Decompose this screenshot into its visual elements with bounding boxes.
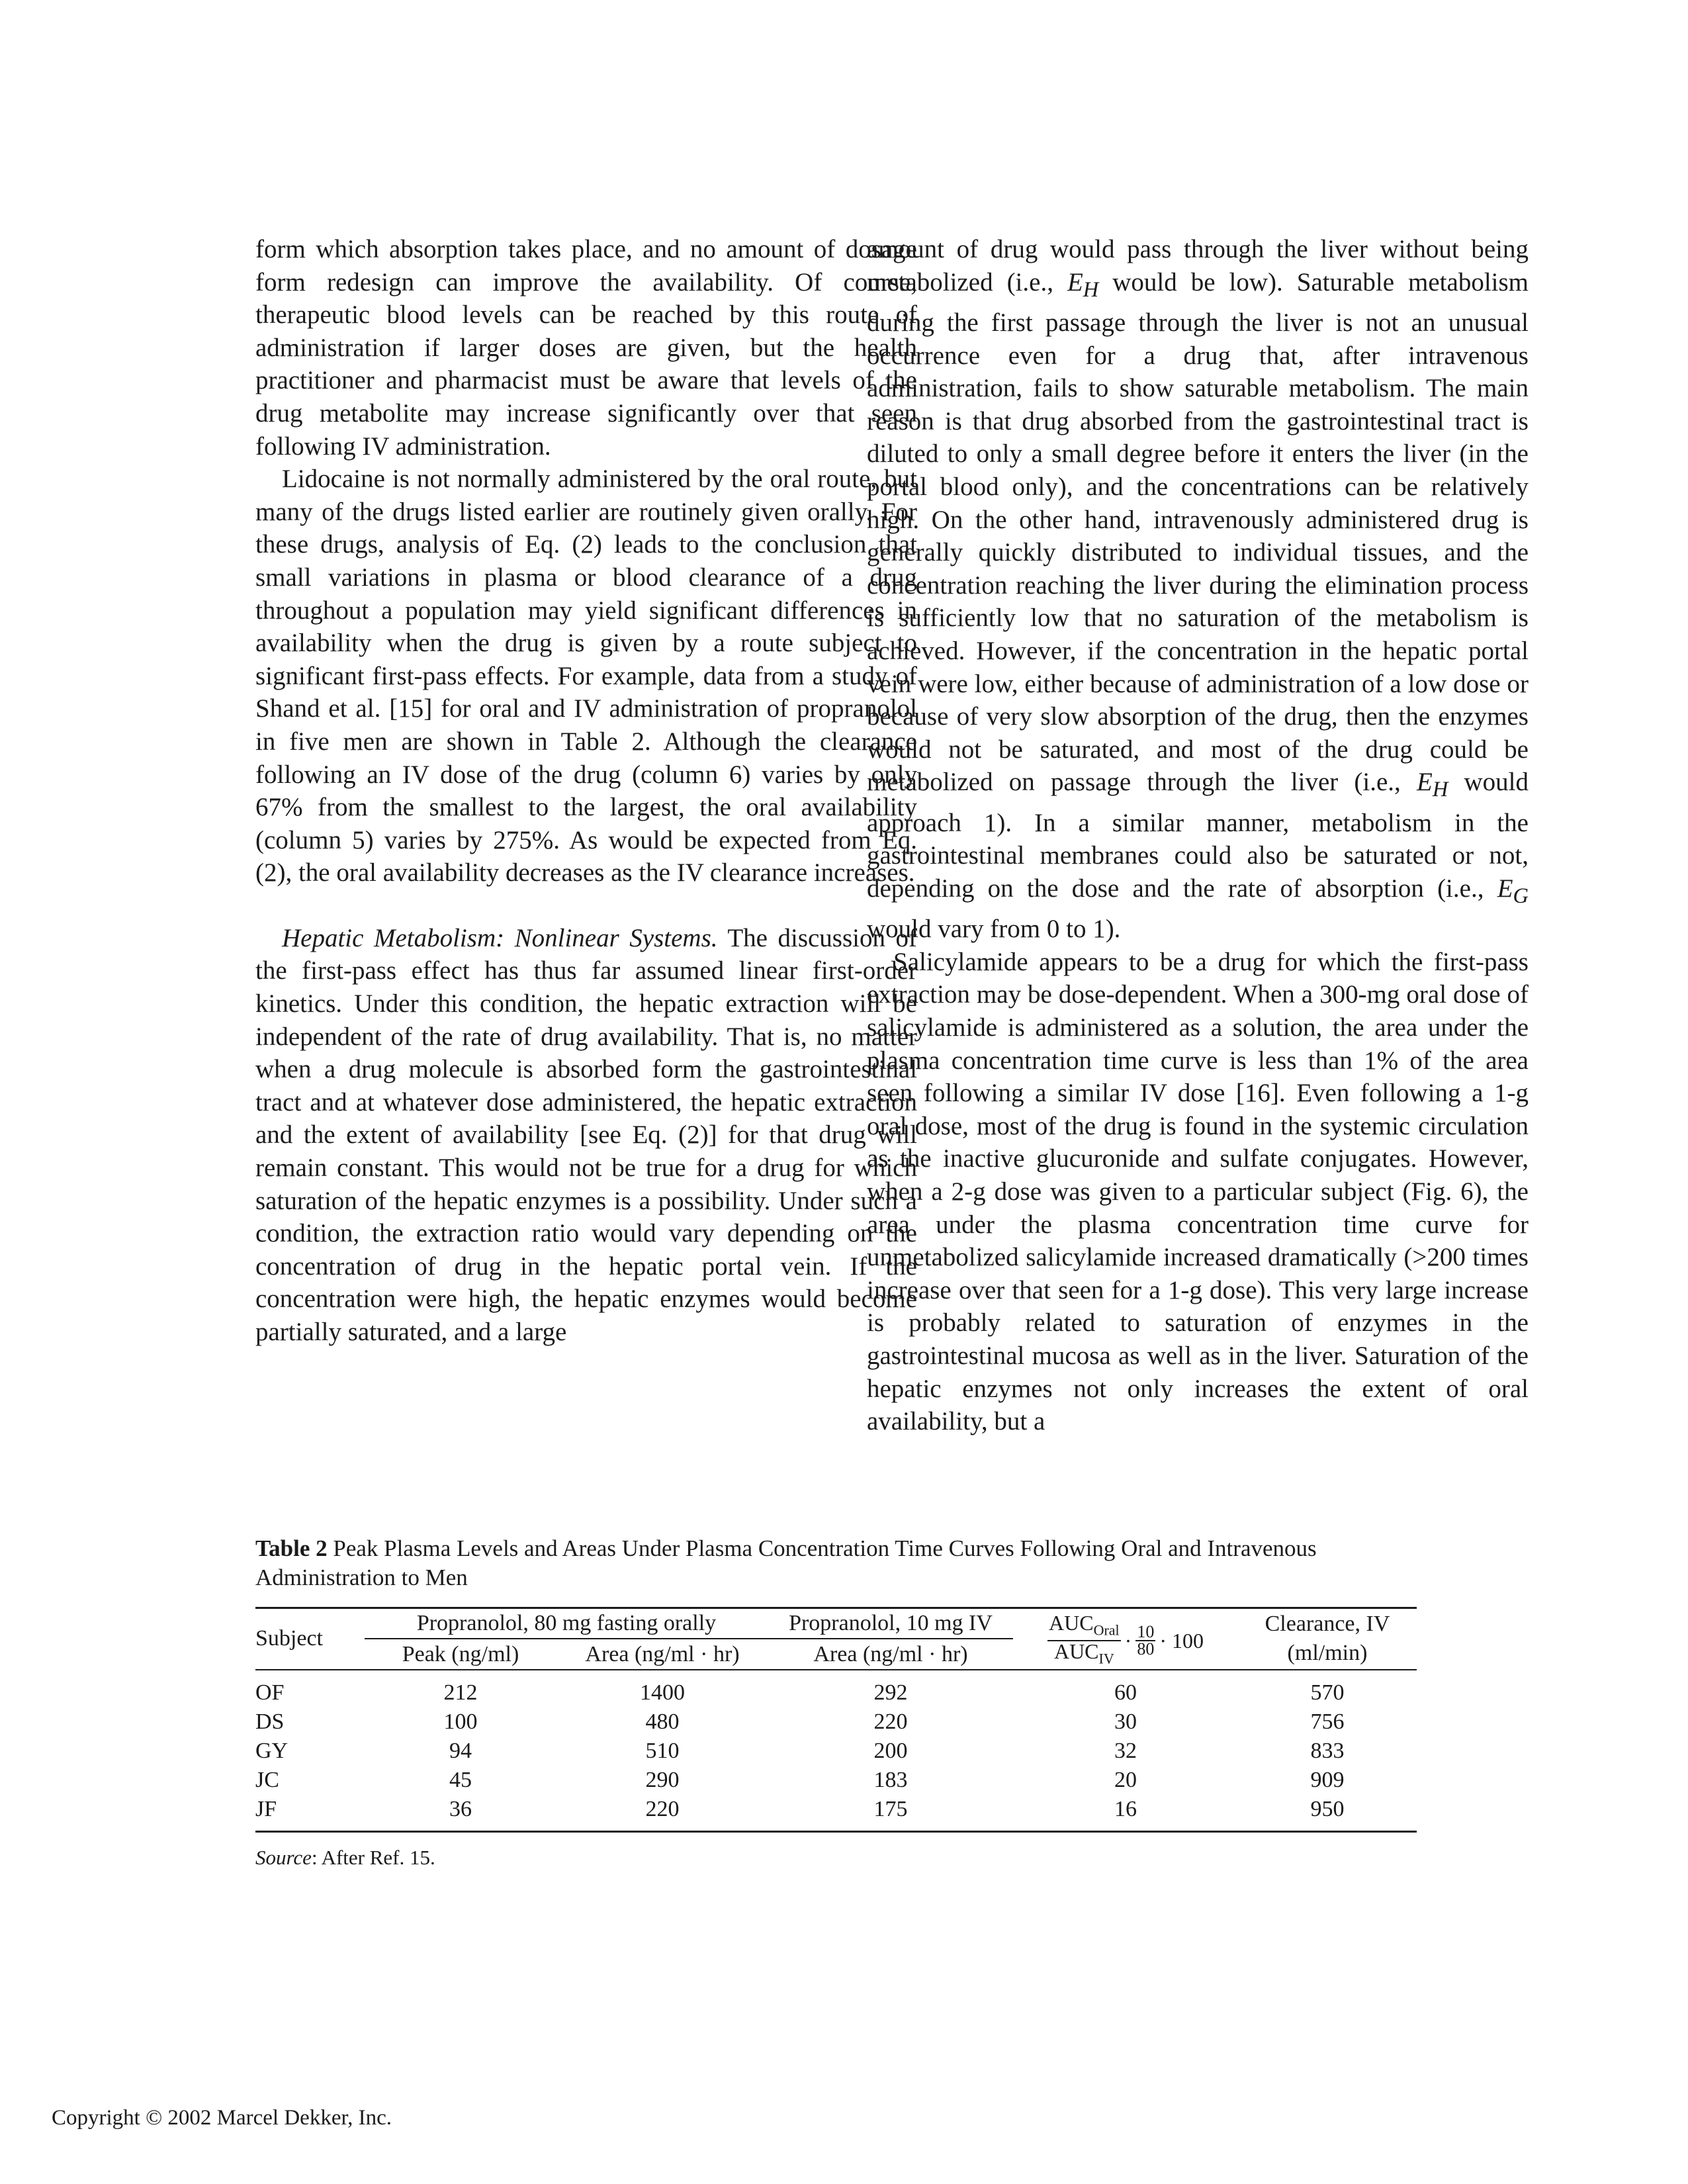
header-group-iv: Propranolol, 10 mg IV — [768, 1608, 1013, 1640]
source-text: : After Ref. 15. — [311, 1845, 435, 1869]
body-paragraph: Salicylamide appears to be a drug for wh… — [867, 947, 1529, 1436]
cell-area-iv: 292 — [873, 1680, 908, 1705]
table-source: Source: After Ref. 15. — [255, 1844, 1417, 1871]
header-subject: Subject — [255, 1626, 323, 1651]
table-2: Table 2 Peak Plasma Levels and Areas Und… — [255, 1534, 1417, 1871]
left-column: form which absorption takes place, and n… — [255, 233, 917, 1349]
cell-ratio: 16 — [1114, 1796, 1137, 1821]
cell-subject: DS — [255, 1709, 285, 1734]
cell-peak: 100 — [443, 1709, 478, 1734]
cell-ratio: 20 — [1114, 1767, 1137, 1792]
cell-area-iv: 183 — [873, 1767, 908, 1792]
cell-area-oral: 480 — [645, 1709, 680, 1734]
cell-ratio: 60 — [1114, 1680, 1137, 1705]
copyright-notice: Copyright © 2002 Marcel Dekker, Inc. — [52, 2106, 392, 2130]
cell-area-oral: 220 — [645, 1796, 680, 1821]
cell-clearance: 950 — [1310, 1796, 1345, 1821]
body-paragraph: Lidocaine is not normally administered b… — [255, 465, 917, 887]
cell-peak: 45 — [449, 1767, 472, 1792]
table-row: GY 94 510 200 32 833 — [255, 1737, 1417, 1766]
cell-subject: JC — [255, 1767, 279, 1792]
header-area-oral: Area (ng/ml · hr) — [585, 1641, 740, 1666]
table-caption: Table 2 Peak Plasma Levels and Areas Und… — [255, 1534, 1417, 1592]
cell-subject: GY — [255, 1738, 289, 1763]
variable-eg: EG — [1497, 874, 1529, 908]
cell-area-iv: 220 — [873, 1709, 908, 1734]
section-paragraph: Hepatic Metabolism: Nonlinear Systems. T… — [255, 922, 917, 1349]
header-clearance: Clearance, IV(ml/min) — [1265, 1612, 1390, 1666]
text-run: amount of drug would pass through the li… — [867, 235, 1529, 296]
text-run: would be low). Saturable metabolism duri… — [867, 267, 1529, 797]
cell-area-iv: 200 — [873, 1738, 908, 1763]
table-title: Peak Plasma Levels and Areas Under Plasm… — [255, 1535, 1317, 1590]
cell-area-oral: 1400 — [640, 1680, 685, 1705]
source-label: Source — [255, 1845, 312, 1869]
table-row: OF 212 1400 292 60 570 — [255, 1670, 1417, 1707]
body-paragraph: amount of drug would pass through the li… — [867, 233, 1529, 946]
cell-clearance: 909 — [1310, 1767, 1345, 1792]
cell-ratio: 32 — [1114, 1738, 1137, 1763]
cell-area-oral: 510 — [645, 1738, 680, 1763]
cell-peak: 212 — [443, 1680, 478, 1705]
table-row: JF 36 220 175 16 950 — [255, 1795, 1417, 1832]
data-table: Subject Propranolol, 80 mg fasting orall… — [255, 1607, 1417, 1833]
cell-clearance: 570 — [1310, 1680, 1345, 1705]
table-row: JC 45 290 183 20 909 — [255, 1766, 1417, 1795]
cell-area-iv: 175 — [873, 1796, 908, 1821]
section-body: The discussion of the first-pass effect … — [255, 923, 918, 1346]
body-paragraph: form which absorption takes place, and n… — [255, 235, 917, 461]
cell-peak: 36 — [449, 1796, 472, 1821]
section-title: Hepatic Metabolism: Nonlinear Systems. — [282, 923, 718, 952]
text-run: would vary from 0 to 1). — [867, 915, 1121, 944]
cell-area-oral: 290 — [645, 1767, 680, 1792]
cell-ratio: 30 — [1114, 1709, 1137, 1734]
header-group-oral: Propranolol, 80 mg fasting orally — [365, 1608, 768, 1640]
cell-peak: 94 — [449, 1738, 472, 1763]
cell-subject: JF — [255, 1796, 277, 1821]
right-column: amount of drug would pass through the li… — [867, 233, 1529, 1438]
cell-clearance: 756 — [1310, 1709, 1345, 1734]
text-run: would approach 1). In a similar manner, … — [867, 768, 1529, 903]
table-label: Table 2 — [255, 1535, 328, 1561]
variable-eh: EH — [1067, 267, 1099, 302]
variable-eh: EH — [1417, 768, 1448, 802]
header-area-iv: Area (ng/ml · hr) — [813, 1641, 968, 1666]
cell-subject: OF — [255, 1680, 285, 1705]
header-peak: Peak (ng/ml) — [402, 1641, 519, 1666]
cell-clearance: 833 — [1310, 1738, 1345, 1763]
table-row: DS 100 480 220 30 756 — [255, 1707, 1417, 1737]
